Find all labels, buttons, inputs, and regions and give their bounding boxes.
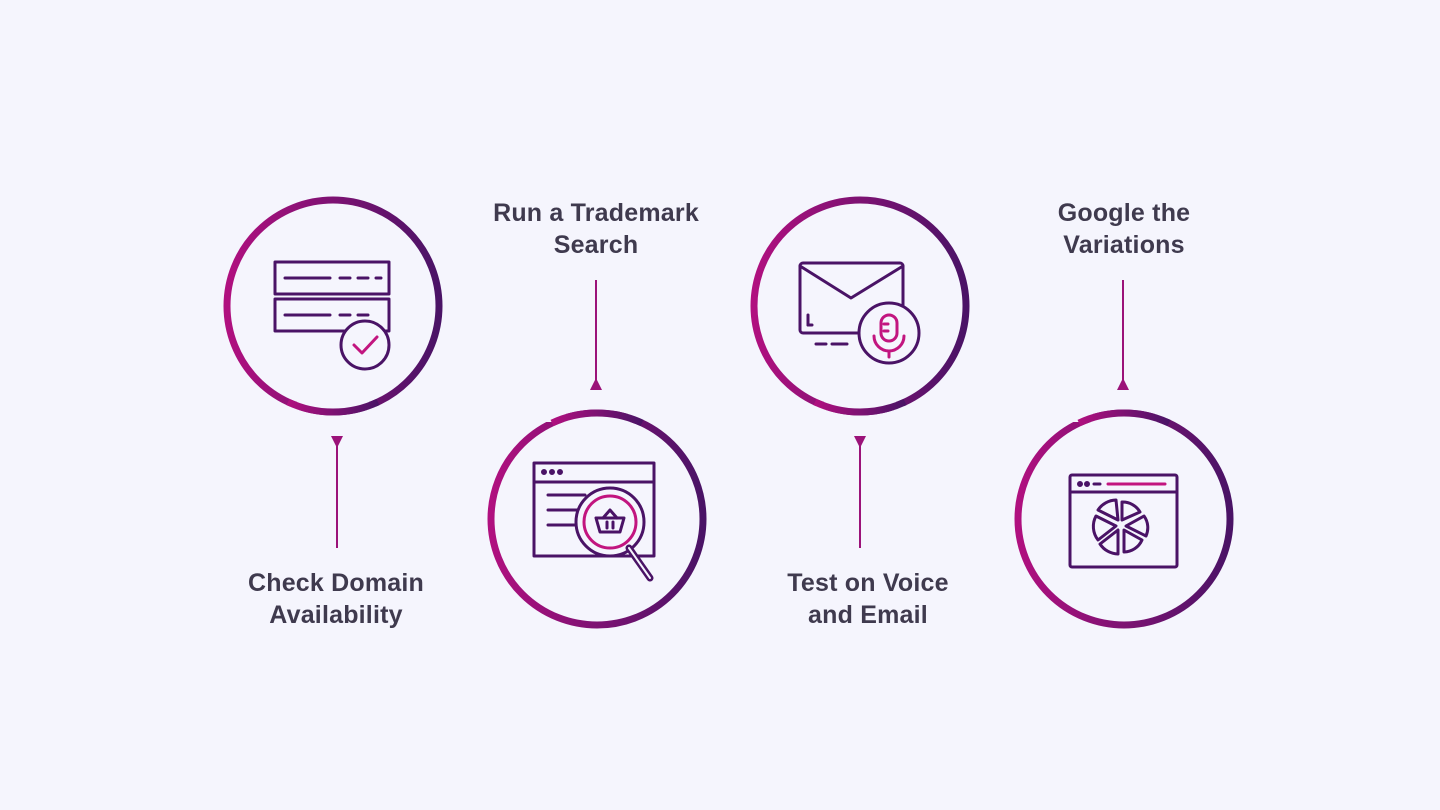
step-4-connector: [1117, 280, 1129, 390]
step-2-label: Run a Trademark Search: [446, 197, 746, 261]
step-3-title-line-2: and Email: [808, 601, 928, 629]
step-1-title-line-1: Check Domain: [247, 569, 425, 597]
browser-pie-chart-icon: [1068, 473, 1179, 569]
step-4-label: Google the Variations: [974, 197, 1274, 261]
step-3-title-line-1: Test on Voice: [787, 569, 949, 597]
step-2-title-line-1: Run a Trademark: [493, 199, 699, 227]
step-1-connector: [331, 436, 343, 548]
step-4-title-line-2: Variations: [1063, 231, 1185, 259]
step-2-title-line-2: Search: [553, 231, 639, 259]
step-3-ring: [750, 196, 970, 416]
step-2-connector: [590, 280, 602, 390]
browser-search-basket-icon: [532, 461, 656, 582]
step-3-label: Test on Voice and Email: [718, 567, 1018, 631]
step-4-title-line-1: Google the: [1057, 199, 1191, 227]
step-1-ring: [223, 196, 443, 416]
server-check-icon: [273, 260, 391, 371]
step-1-label: Check Domain Availability: [186, 567, 486, 631]
email-microphone-icon: [798, 261, 921, 365]
step-1-title-line-2: Availability: [269, 601, 403, 629]
step-3-connector: [854, 436, 866, 548]
